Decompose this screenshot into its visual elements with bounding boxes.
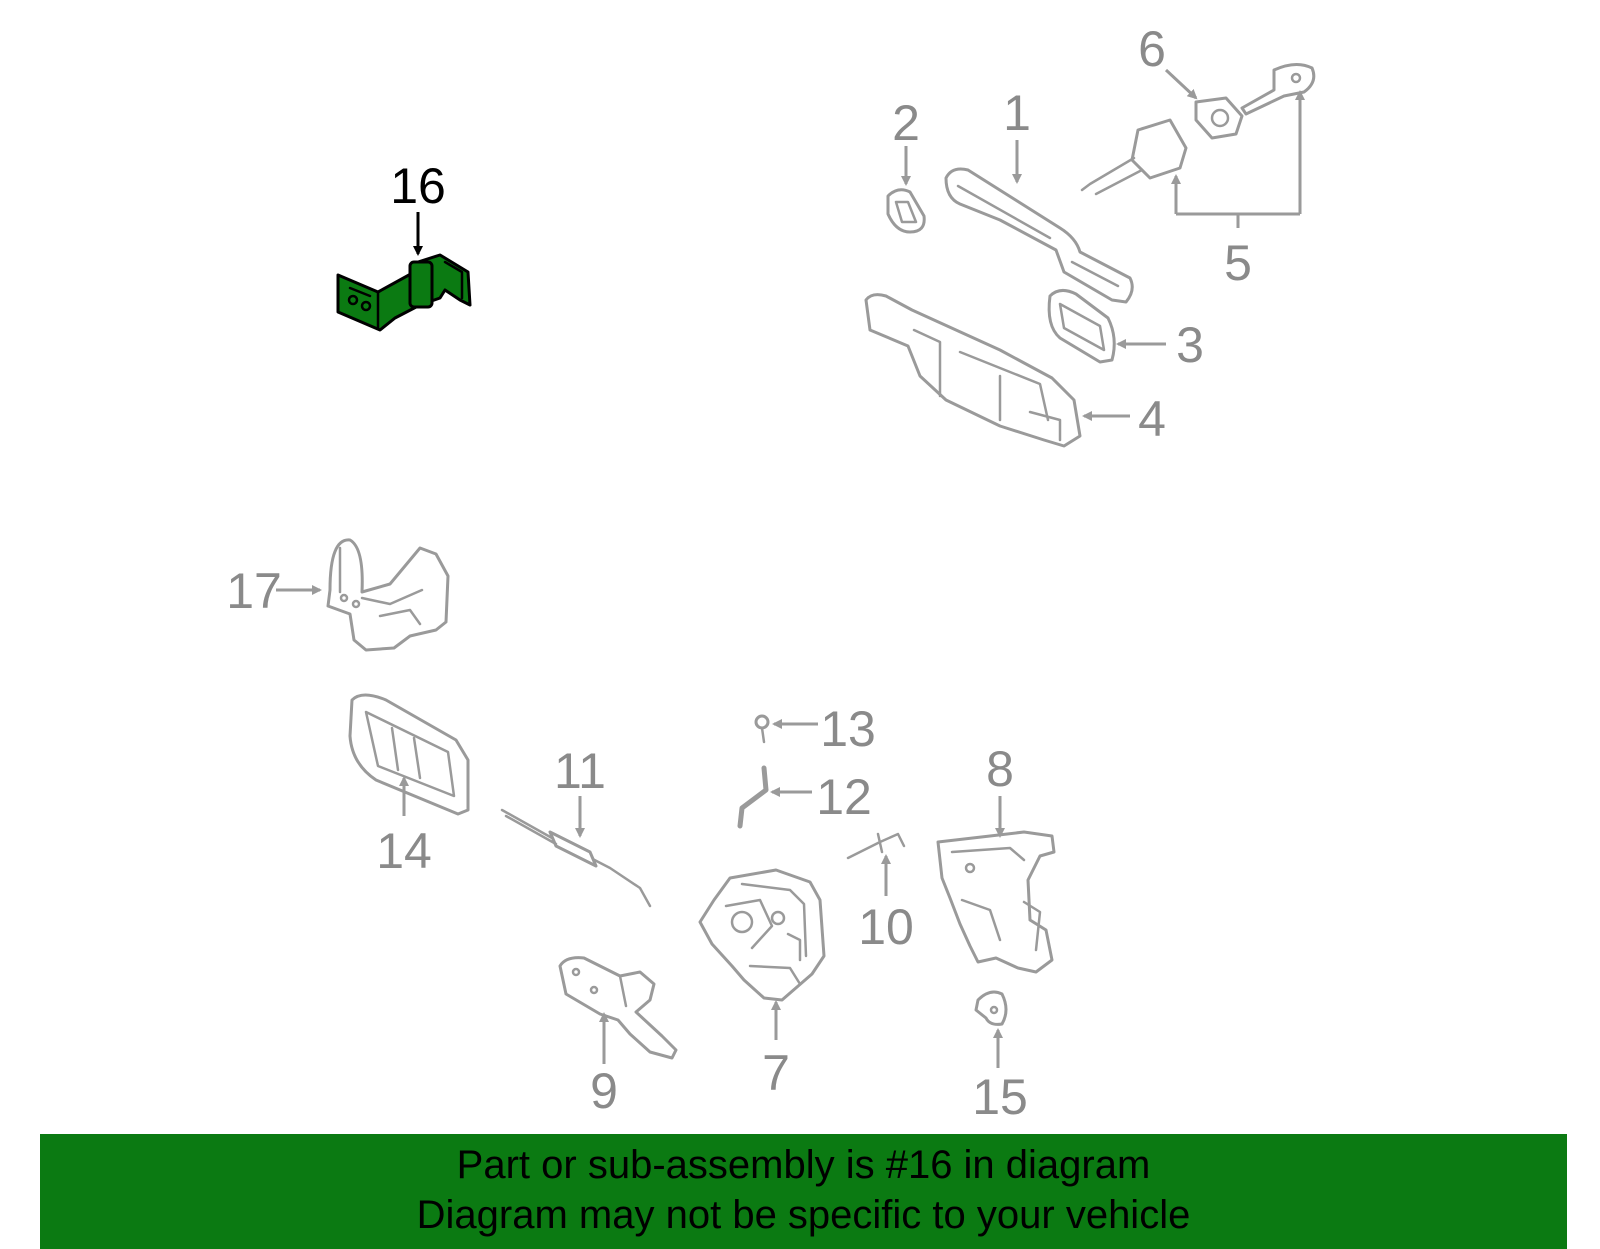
part-17-hinge[interactable] [326, 538, 450, 652]
part-1-outside-handle[interactable] [944, 167, 1134, 304]
part-11-release-cable[interactable] [500, 808, 652, 908]
banner-line-2: Diagram may not be specific to your vehi… [416, 1193, 1191, 1237]
callout-12[interactable]: 12 [816, 769, 872, 825]
callout-10[interactable]: 10 [858, 899, 914, 955]
callout-5[interactable]: 5 [1224, 235, 1252, 291]
part-9-bracket[interactable] [558, 956, 678, 1060]
part-6-cylinder-cap[interactable] [1194, 96, 1244, 140]
callout-16[interactable]: 16 [390, 158, 446, 214]
part-13-clip[interactable] [754, 714, 770, 744]
callout-13[interactable]: 13 [820, 701, 876, 757]
part-14-inside-handle[interactable] [348, 693, 470, 816]
part-16-hinge[interactable] [336, 253, 472, 332]
part-8-latch-housing[interactable] [936, 830, 1056, 974]
part-7-door-latch[interactable] [698, 868, 826, 1002]
part-10-rod[interactable] [846, 832, 906, 860]
part-5-lock-cylinder-and-key[interactable] [1080, 63, 1316, 196]
callout-14[interactable]: 14 [376, 823, 432, 879]
part-15-cap[interactable] [974, 990, 1008, 1026]
callout-3[interactable]: 3 [1176, 317, 1204, 373]
callout-8[interactable]: 8 [986, 741, 1014, 797]
callout-4[interactable]: 4 [1138, 391, 1166, 447]
callout-1[interactable]: 1 [1003, 85, 1031, 141]
info-banner: Part or sub-assembly is #16 in diagram D… [40, 1134, 1567, 1249]
part-12-rod[interactable] [737, 765, 769, 829]
callout-2[interactable]: 2 [892, 95, 920, 151]
callout-9[interactable]: 9 [590, 1063, 618, 1119]
callout-15[interactable]: 15 [972, 1069, 1028, 1125]
callout-11[interactable]: 11 [554, 743, 606, 799]
part-4-handle-carrier[interactable] [864, 293, 1082, 448]
part-3-gasket[interactable] [1047, 289, 1116, 364]
callout-6[interactable]: 6 [1138, 21, 1166, 77]
banner-line-1: Part or sub-assembly is #16 in diagram [456, 1143, 1151, 1187]
callout-7[interactable]: 7 [762, 1045, 790, 1101]
callout-17[interactable]: 17 [226, 563, 282, 619]
part-2-grommet[interactable] [886, 188, 926, 234]
leader-6 [1164, 68, 1198, 100]
